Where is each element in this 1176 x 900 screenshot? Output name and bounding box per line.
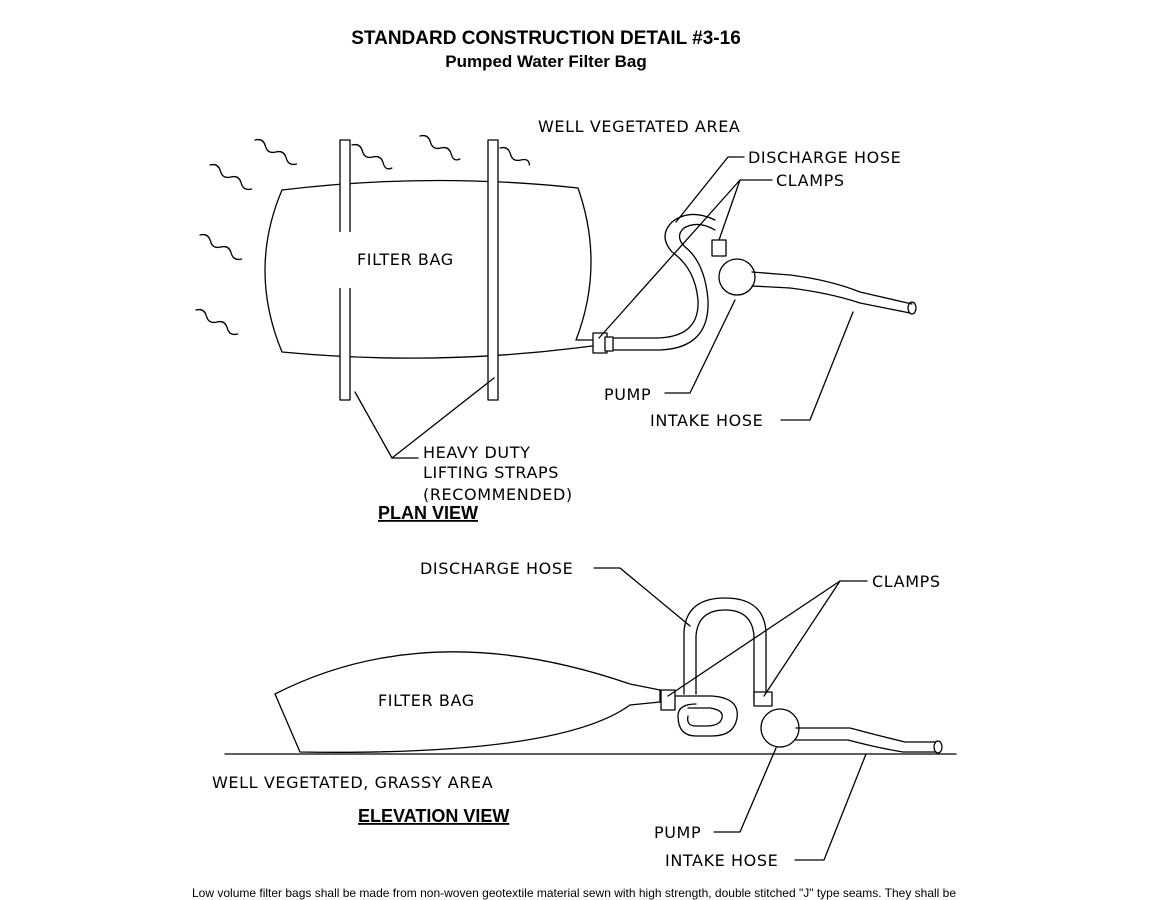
plan-labels: WELL VEGETATED AREA DISCHARGE HOSE CLAMP… [357,117,901,523]
elevation-clamp-bag [660,689,676,711]
elevation-clamps-label: CLAMPS [872,572,941,591]
elevation-ground-label: WELL VEGETATED, GRASSY AREA [212,773,493,792]
plan-clamp-pump [711,239,727,257]
detail-subtitle: Pumped Water Filter Bag [445,52,647,71]
vegetation-squiggles [195,134,531,336]
elevation-filter-bag [274,651,661,753]
elevation-clamp-pump [753,691,773,707]
elevation-view-heading: ELEVATION VIEW [358,806,509,826]
elevation-filter-bag-label: FILTER BAG [378,691,475,710]
elevation-intake-label: INTAKE HOSE [665,851,778,870]
elevation-labels: DISCHARGE HOSE CLAMPS FILTER BAG WELL VE… [212,559,941,870]
elevation-intake-hose [795,727,937,743]
plan-view-heading: PLAN VIEW [378,503,478,523]
plan-pump-label: PUMP [604,385,651,404]
elevation-discharge-label: DISCHARGE HOSE [420,559,573,578]
elevation-discharge-hose [675,597,767,737]
plan-straps-label-1: HEAVY DUTY [423,443,530,462]
plan-intake-label: INTAKE HOSE [650,411,763,430]
specification-note: Low volume filter bags shall be made fro… [192,886,957,900]
plan-clamps-label: CLAMPS [776,171,845,190]
plan-discharge-label: DISCHARGE HOSE [748,148,901,167]
plan-straps-label-2: LIFTING STRAPS [423,463,559,482]
plan-pump [718,258,756,296]
plan-discharge-hose [611,213,716,339]
elevation-pump [760,708,800,748]
plan-area-label: WELL VEGETATED AREA [538,117,740,136]
plan-filter-bag-label: FILTER BAG [357,250,454,269]
plan-intake-hose [751,271,913,305]
elevation-leader-lines [593,567,868,861]
plan-leader-lines [354,156,854,459]
plan-straps-label-3: (RECOMMENDED) [423,485,573,504]
detail-title: STANDARD CONSTRUCTION DETAIL #3-16 [351,28,741,49]
elevation-pump-label: PUMP [654,823,701,842]
